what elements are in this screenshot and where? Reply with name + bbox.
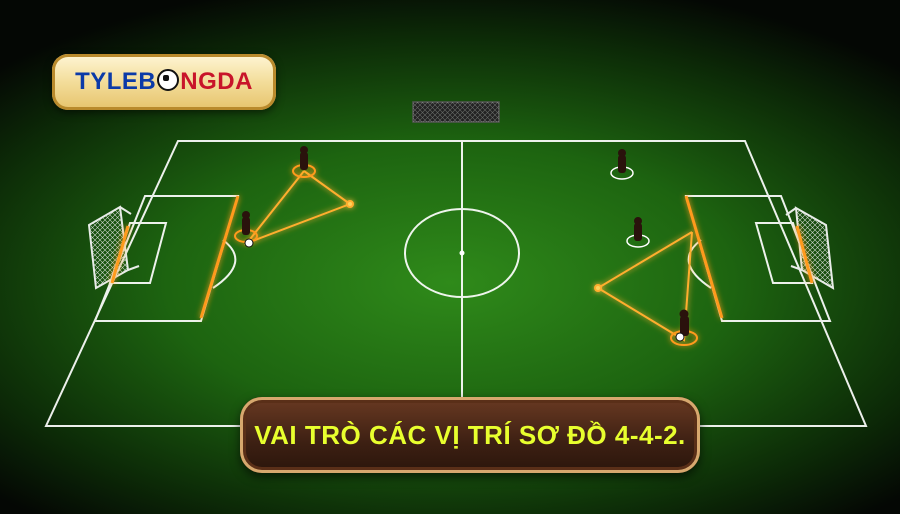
left-goal-net-icon [87, 205, 140, 290]
player-marker [610, 149, 634, 180]
brand-wordmark: TYLEB NGDA [75, 68, 253, 96]
pitch-lines [44, 140, 868, 427]
brand-prefix: TYLEB [75, 68, 157, 95]
brand-suffix: NGDA [180, 68, 253, 95]
caption-banner: VAI TRÒ CÁC VỊ TRÍ SƠ ĐỒ 4-4-2. [240, 397, 700, 473]
player-marker [626, 217, 650, 248]
player-marker [234, 211, 258, 248]
highlighted-lines [110, 195, 814, 319]
brand-logo[interactable]: TYLEB NGDA [52, 54, 276, 110]
caption-title: VAI TRÒ CÁC VỊ TRÍ SƠ ĐỒ 4-4-2. [254, 419, 686, 450]
soccer-ball-icon [157, 69, 180, 91]
player-marker [292, 146, 316, 178]
right-pass-lines [594, 231, 693, 342]
player-marker [670, 309, 698, 346]
right-goal-net-icon [785, 206, 835, 290]
far-goal [412, 101, 500, 123]
left-pass-lines [243, 170, 354, 246]
